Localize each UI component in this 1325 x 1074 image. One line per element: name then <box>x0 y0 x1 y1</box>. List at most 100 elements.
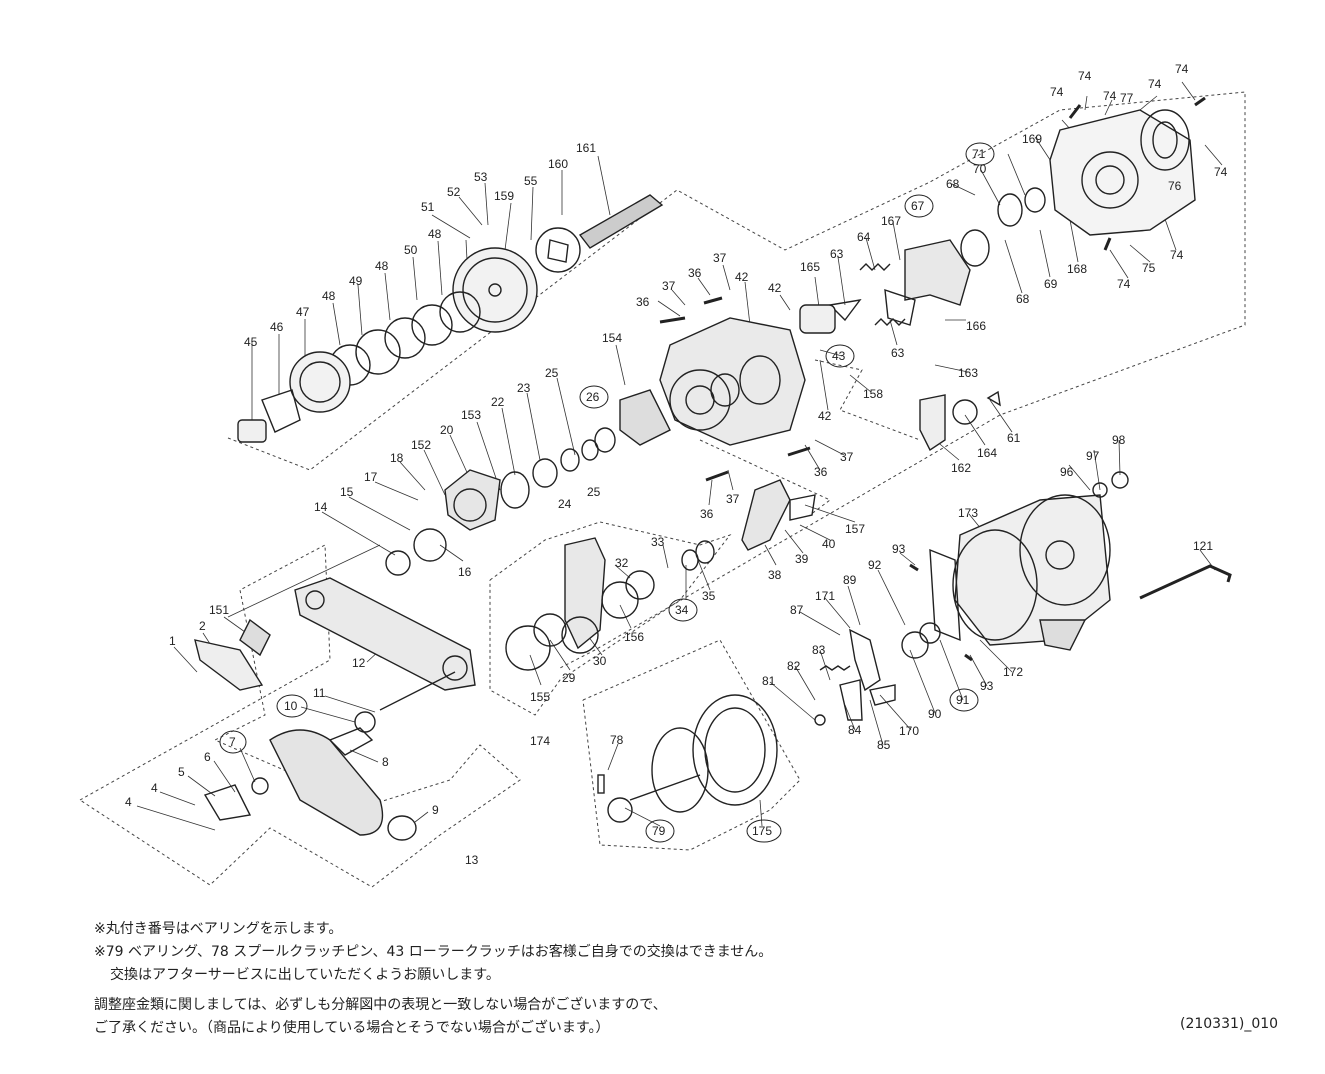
part-label: 64 <box>857 230 871 244</box>
part-label: 55 <box>524 174 538 188</box>
part-label: 173 <box>958 506 978 520</box>
part-label: 5 <box>178 765 185 779</box>
part-label: 45 <box>244 335 258 349</box>
bearing-callout: 34 <box>668 598 698 622</box>
part-label: 162 <box>951 461 971 475</box>
part-label: 23 <box>517 381 531 395</box>
part-label: 161 <box>576 141 596 155</box>
part-label: 166 <box>966 319 986 333</box>
part-label: 1 <box>169 634 176 648</box>
part-label: 156 <box>624 630 644 644</box>
part-label: 14 <box>314 500 328 514</box>
note-user-replacement-warning: ※79 ベアリング、78 スプールクラッチピン、43 ローラークラッチはお客様ご… <box>94 944 773 960</box>
part-label: 48 <box>322 289 336 303</box>
bearing-label: 10 <box>284 699 298 713</box>
part-label: 52 <box>447 185 461 199</box>
part-label: 155 <box>530 690 550 704</box>
part-label: 158 <box>863 387 883 401</box>
part-label: 18 <box>390 451 404 465</box>
part-label: 153 <box>461 408 481 422</box>
part-label: 84 <box>848 723 862 737</box>
bearing-label: 79 <box>652 824 666 838</box>
part-label: 36 <box>688 266 702 280</box>
part-label: 2 <box>199 619 206 633</box>
part-label: 22 <box>491 395 505 409</box>
note-shim-disclaimer: 調整座金類に関しましては、必ずしも分解図中の表現と一致しない場合がございますので… <box>94 997 667 1013</box>
part-label: 42 <box>818 409 832 423</box>
bearing-label: 34 <box>675 603 689 617</box>
part-label: 8 <box>382 755 389 769</box>
part-label: 47 <box>296 305 310 319</box>
part-label: 53 <box>474 170 488 184</box>
part-label: 69 <box>1044 277 1058 291</box>
part-label: 16 <box>458 565 472 579</box>
part-label: 29 <box>562 671 576 685</box>
part-label: 174 <box>530 734 550 748</box>
part-label: 46 <box>270 320 284 334</box>
part-label: 89 <box>843 573 857 587</box>
part-label: 38 <box>768 568 782 582</box>
part-label: 163 <box>958 366 978 380</box>
part-label: 165 <box>800 260 820 274</box>
part-label: 172 <box>1003 665 1023 679</box>
part-label: 15 <box>340 485 354 499</box>
part-label: 157 <box>845 522 865 536</box>
part-label: 13 <box>465 853 479 867</box>
exploded-parts-diagram: 1 2 4 4 5 6 8 9 11 12 13 14 15 16 17 18 … <box>79 62 1246 888</box>
part-label: 171 <box>815 589 835 603</box>
part-label: 63 <box>891 346 905 360</box>
part-label: 74 <box>1214 165 1228 179</box>
part-label: 61 <box>1007 431 1021 445</box>
part-label: 168 <box>1067 262 1087 276</box>
part-label: 24 <box>558 497 572 511</box>
part-label: 97 <box>1086 449 1100 463</box>
part-label: 74 <box>1103 89 1117 103</box>
part-label: 76 <box>1168 179 1182 193</box>
assembly-outlines <box>79 91 1246 888</box>
part-label: 170 <box>899 724 919 738</box>
bearing-callout: 7 <box>219 730 247 754</box>
part-label: 11 <box>313 686 326 700</box>
part-label: 68 <box>946 177 960 191</box>
part-label: 48 <box>375 259 389 273</box>
bearing-callout: 26 <box>579 385 609 409</box>
bearing-callout: 175 <box>746 819 782 843</box>
part-label: 85 <box>877 738 891 752</box>
part-label: 152 <box>411 438 431 452</box>
bearing-callout: 71 <box>965 142 995 166</box>
part-label: 92 <box>868 558 882 572</box>
part-label: 159 <box>494 189 514 203</box>
part-label: 74 <box>1170 248 1184 262</box>
part-label: 82 <box>787 659 801 673</box>
part-label: 37 <box>726 492 740 506</box>
part-label: 98 <box>1112 433 1126 447</box>
bearing-callout: 91 <box>949 688 979 712</box>
part-label: 36 <box>636 295 650 309</box>
part-label: 63 <box>830 247 844 261</box>
part-label: 9 <box>432 803 439 817</box>
part-label: 39 <box>795 552 809 566</box>
part-shapes <box>194 96 1232 841</box>
leader-lines <box>136 81 1223 831</box>
note-after-service: 交換はアフターサービスに出していただくようお願いします。 <box>110 967 500 983</box>
part-label: 121 <box>1193 539 1213 553</box>
part-label: 68 <box>1016 292 1030 306</box>
part-label: 96 <box>1060 465 1074 479</box>
part-label: 50 <box>404 243 418 257</box>
bearing-label: 175 <box>752 824 772 838</box>
part-label: 74 <box>1078 69 1092 83</box>
part-label: 83 <box>812 643 826 657</box>
bearing-callout: 43 <box>825 344 855 368</box>
part-label: 42 <box>768 281 782 295</box>
part-label: 30 <box>593 654 607 668</box>
note-bearing-legend: ※丸付き番号はベアリングを示します。 <box>94 921 343 937</box>
bearing-callout: 67 <box>904 194 934 218</box>
part-label: 154 <box>602 331 622 345</box>
part-label: 20 <box>440 423 454 437</box>
part-label: 74 <box>1050 85 1064 99</box>
bearing-callout: 79 <box>645 819 675 843</box>
part-label: 169 <box>1022 132 1042 146</box>
part-label: 74 <box>1175 62 1189 76</box>
part-labels: 1 2 4 4 5 6 8 9 11 12 13 14 15 16 17 18 … <box>125 62 1228 867</box>
part-label: 51 <box>421 200 435 214</box>
